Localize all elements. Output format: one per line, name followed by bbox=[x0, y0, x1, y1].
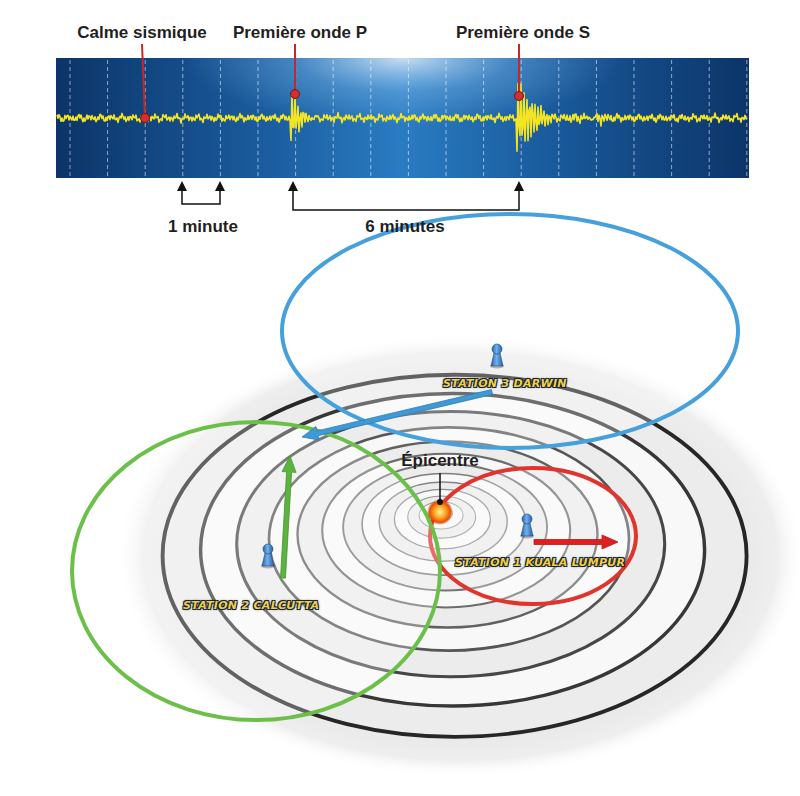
station-circle: STATION 3 DARWIN bbox=[280, 212, 740, 450]
station-pin bbox=[490, 344, 504, 369]
range-ellipse bbox=[430, 468, 636, 604]
circle-outline bbox=[428, 466, 638, 606]
direction-arrows bbox=[281, 390, 618, 579]
pin-shadow bbox=[490, 364, 504, 369]
strip-glow bbox=[56, 58, 749, 178]
direction-arrow bbox=[302, 390, 493, 441]
direction-arrow bbox=[281, 456, 297, 578]
time-brackets bbox=[182, 190, 519, 210]
time-interval: 1 minute bbox=[168, 217, 238, 237]
station-circle: STATION 2 CALCUTTA bbox=[70, 420, 442, 722]
epicentre-label: Épicentre bbox=[401, 451, 478, 471]
pin-head bbox=[263, 544, 273, 554]
station-pins bbox=[261, 344, 534, 569]
seismic-trace bbox=[57, 84, 747, 152]
arrowhead bbox=[177, 181, 187, 191]
arrowhead bbox=[288, 181, 298, 191]
bracket-line bbox=[182, 190, 220, 204]
trace-annotation: Première onde P bbox=[233, 23, 367, 43]
seismogram-strip bbox=[56, 58, 749, 178]
marker-dot bbox=[141, 114, 150, 123]
station-label: STATION 3 DARWIN bbox=[443, 377, 567, 390]
epicentre-dot bbox=[437, 499, 443, 505]
pin-body bbox=[521, 523, 533, 536]
marker-line bbox=[142, 44, 145, 118]
pin-shadow bbox=[261, 564, 275, 569]
station-pin bbox=[520, 514, 534, 539]
station-label: STATION 1 KUALA LUMPUR bbox=[455, 556, 625, 569]
pin-head bbox=[522, 514, 532, 524]
trace-annotation: Première onde S bbox=[456, 23, 590, 43]
circle-outline bbox=[70, 420, 442, 722]
station-label: STATION 2 CALCUTTA bbox=[183, 599, 319, 612]
marker-dot bbox=[291, 90, 300, 99]
arrowhead bbox=[215, 181, 225, 191]
epicentre-burst bbox=[427, 499, 453, 525]
pin-body bbox=[491, 353, 503, 366]
time-interval: 6 minutes bbox=[365, 217, 444, 237]
pin-shadow bbox=[520, 534, 534, 539]
range-ellipse bbox=[72, 422, 440, 720]
circle-outline bbox=[280, 212, 740, 450]
marker-line bbox=[294, 44, 296, 94]
station-pin bbox=[261, 544, 275, 569]
arrowhead bbox=[514, 181, 524, 191]
pin-head bbox=[492, 344, 502, 354]
trace-line bbox=[57, 84, 747, 152]
bracket-line bbox=[293, 190, 519, 210]
bracket-arrowheads bbox=[177, 181, 524, 191]
pin-body bbox=[262, 553, 274, 566]
direction-arrow bbox=[534, 535, 618, 549]
epicentre-leader bbox=[439, 473, 441, 501]
trace-annotation: Calme sismique bbox=[77, 23, 206, 43]
marker-dot bbox=[515, 92, 524, 101]
range-ellipse bbox=[282, 214, 738, 448]
red-markers bbox=[141, 44, 524, 123]
marker-line bbox=[518, 44, 520, 96]
station-circle: STATION 1 KUALA LUMPUR bbox=[428, 466, 638, 606]
